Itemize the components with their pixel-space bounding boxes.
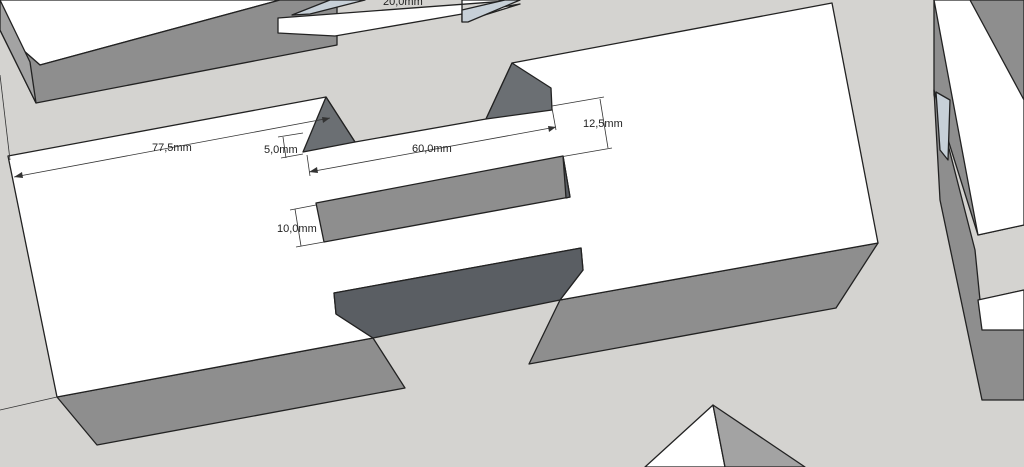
extension-line <box>277 132 304 138</box>
dimension-label: 10,0mm <box>277 223 317 235</box>
dimension-slot-width: 10,0mm <box>277 204 325 248</box>
dimension-label: 77,5mm <box>152 142 192 154</box>
pyramid-right-face <box>712 404 806 467</box>
arrowhead <box>548 126 556 132</box>
extension-line <box>280 153 304 159</box>
extension-line <box>551 96 605 107</box>
dimension-line <box>294 208 302 247</box>
dimension-line <box>282 136 287 159</box>
dimension-end-width: 12,5mm <box>551 96 623 158</box>
arrowhead <box>309 167 318 173</box>
dimension-line <box>13 117 331 178</box>
dimension-label-top: 20,0mm <box>383 0 423 8</box>
top-left-block-slot <box>277 0 521 37</box>
arrowhead <box>14 172 23 178</box>
top-left-block[interactable] <box>0 0 521 104</box>
left-notch-wall <box>302 96 356 153</box>
extension-line <box>289 204 317 211</box>
dimension-overall-length: 77,5mm <box>13 117 331 178</box>
right-block-top-face <box>933 0 1024 236</box>
channel-wall <box>333 247 584 339</box>
top-left-block-slot-wall <box>291 0 366 16</box>
dimension-notch-depth: 5,0mm <box>264 132 304 159</box>
guide-line-left <box>0 74 11 161</box>
extension-line <box>559 147 613 158</box>
dimension-line <box>308 126 557 173</box>
pyramid-roof[interactable] <box>644 404 806 467</box>
extension-line <box>306 154 311 177</box>
right-block[interactable] <box>933 0 1024 401</box>
right-block-ledge <box>977 289 1024 331</box>
dimension-line <box>599 98 609 149</box>
dimension-label: 60,0mm <box>412 143 452 155</box>
dimension-label: 5,0mm <box>264 144 298 156</box>
guide-line-bottom <box>0 396 58 411</box>
main-dovetail-block[interactable] <box>7 2 879 446</box>
arrowhead <box>322 117 330 123</box>
right-block-window <box>935 91 951 161</box>
dimension-slot-length: 60,0mm <box>306 107 557 177</box>
dimension-label: 12,5mm <box>583 118 623 130</box>
slot-face-end <box>562 155 571 199</box>
top-left-block-end-face <box>0 0 37 104</box>
extension-line <box>295 241 325 248</box>
top-left-block-slot-wall-right <box>461 0 521 23</box>
extension-line <box>551 107 557 131</box>
